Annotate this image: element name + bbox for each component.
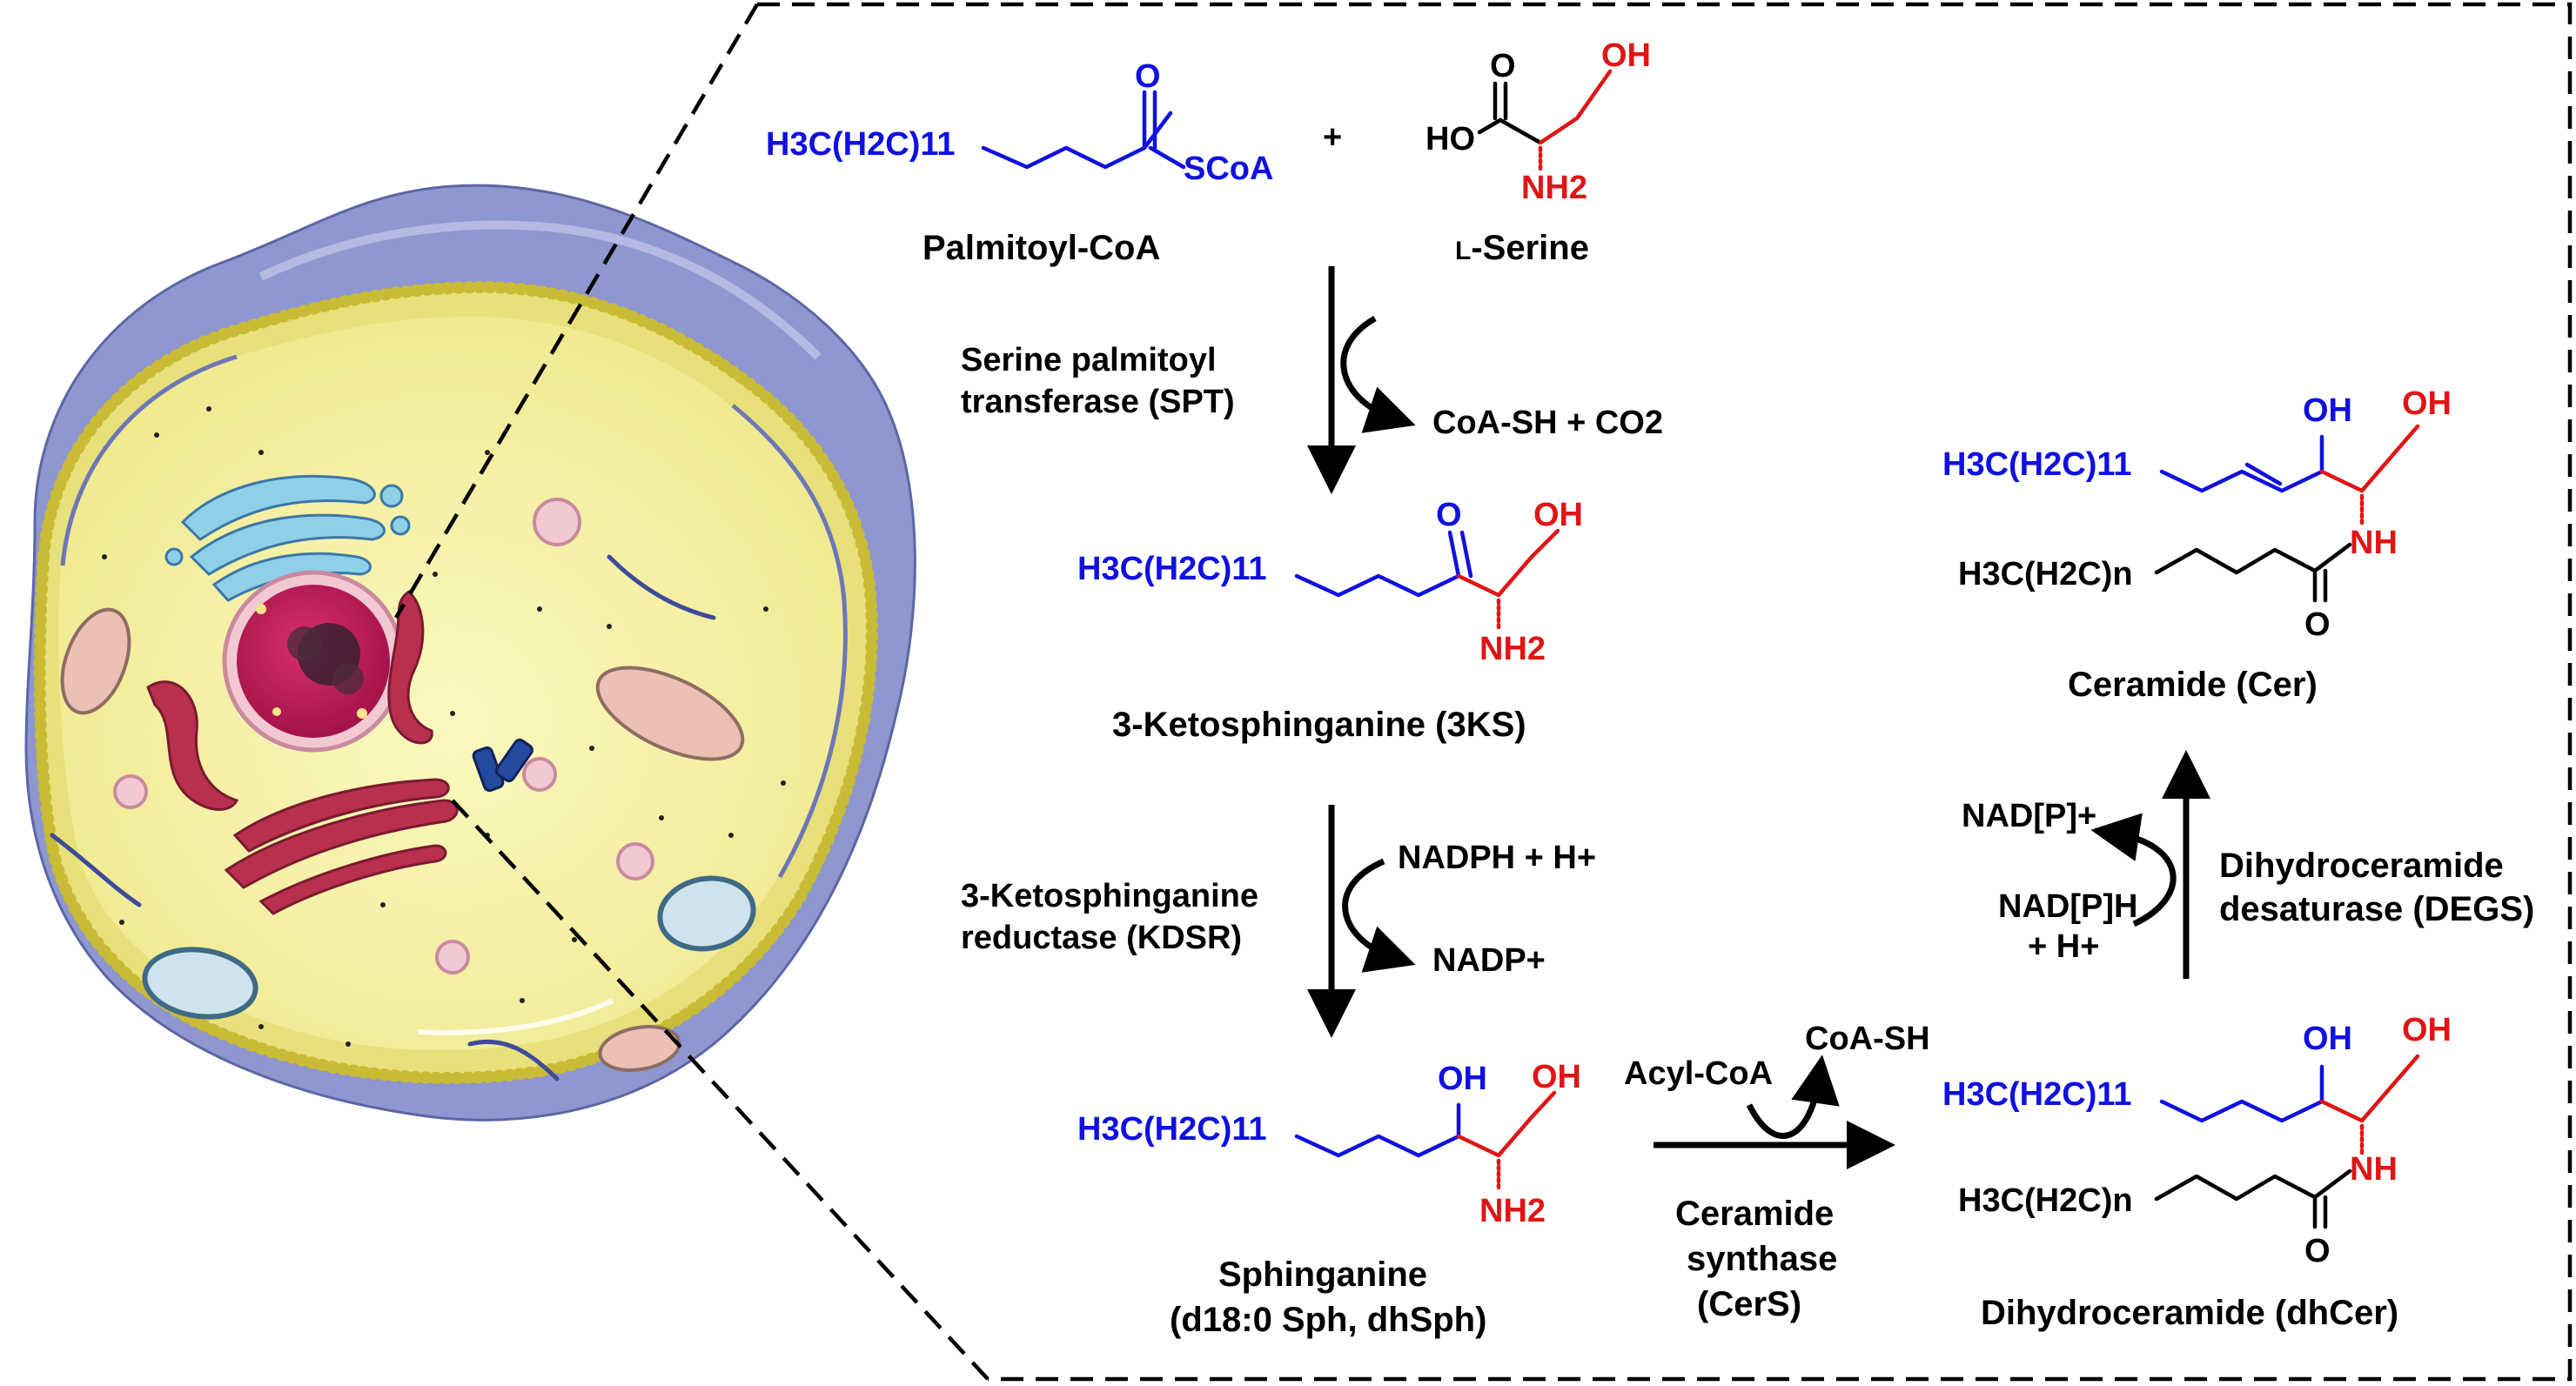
sph-oh1: OH <box>1438 1061 1487 1097</box>
kdsr-enzyme-line1: 3-Ketosphinganine <box>961 878 1258 914</box>
l-serine-structure: O HO OH NH2 L-Serine <box>1426 37 1651 267</box>
ks-oh: OH <box>1533 497 1583 533</box>
degs-cofactor-out: NAD[P]+ <box>1962 798 2096 834</box>
zoom-line-top <box>394 3 759 619</box>
dihydroceramide-name: Dihydroceramide (dhCer) <box>1981 1294 2398 1332</box>
kdsr-cofactor-out: NADP+ <box>1432 942 1546 979</box>
kdsr-enzyme-line2: reductase (KDSR) <box>961 920 1242 956</box>
spt-enzyme-line1: Serine palmitoyl <box>961 342 1217 378</box>
ks-carbonyl-o: O <box>1436 497 1462 533</box>
spt-enzyme-line2: transferase (SPT) <box>961 384 1235 420</box>
ks-nh2: NH2 <box>1479 631 1546 667</box>
cers-enzyme-line1: Ceramide <box>1675 1195 1834 1233</box>
serine-carbonyl-o: O <box>1490 48 1516 84</box>
cer-acyl-label: H3C(H2C)n <box>1958 556 2133 593</box>
cer-oh1: OH <box>2303 392 2352 429</box>
endoplasmic-reticulum <box>146 590 459 915</box>
sphinganine-name-line2: (d18:0 Sph, dhSph) <box>1170 1301 1486 1339</box>
dhcer-nh: NH <box>2350 1151 2398 1188</box>
spt-reaction: Serine palmitoyl transferase (SPT) CoA-S… <box>961 266 1663 494</box>
palmitoyl-chain-text: H3C(H2C)11 <box>766 126 956 163</box>
ketosphinganine-structure: H3C(H2C)11 O OH NH2 3-Ketosphinganine (3… <box>1077 497 1583 744</box>
palmitoyl-carbonyl-o: O <box>1135 58 1161 95</box>
cers-substrate: Acyl-CoA <box>1624 1055 1773 1092</box>
kdsr-cofactor-in: NADPH + H+ <box>1398 840 1596 876</box>
spt-byproduct-curve <box>1340 315 1416 433</box>
dihydroceramide-structure: H3C(H2C)11 OH OH NH O H3C(H2C)n Dihydroc… <box>1942 1012 2452 1332</box>
ks-chain-label: H3C(H2C)11 <box>1077 551 1267 587</box>
cer-chain-label: H3C(H2C)11 <box>1942 446 2132 483</box>
ceramide-structure: H3C(H2C)11 OH OH NH O H3C(H2C)n Ceramide… <box>1942 385 2452 704</box>
kdsr-reaction: 3-Ketosphinganine reductase (KDSR) NADPH… <box>961 805 1596 1038</box>
l-serine-name: L-Serine <box>1455 229 1589 267</box>
vesicles <box>113 498 654 974</box>
ceramide-name: Ceramide (Cer) <box>2068 666 2318 704</box>
sphinganine-structure: H3C(H2C)11 OH OH NH2 Sphinganine (d18:0 … <box>1077 1059 1581 1339</box>
palmitoyl-scoa-label: SCoA <box>1184 151 1273 187</box>
serine-oh: OH <box>1601 37 1651 74</box>
cell-membrane-highlight <box>258 220 822 360</box>
mitochondria <box>60 607 745 1072</box>
dhcer-chain-label: H3C(H2C)11 <box>1942 1076 2132 1113</box>
palmitoyl-coa-name: Palmitoyl-CoA <box>922 229 1160 267</box>
zoom-callout <box>394 2 2573 1382</box>
spt-byproduct: CoA-SH + CO2 <box>1432 405 1663 441</box>
ketosphinganine-name: 3-Ketosphinganine (3KS) <box>1112 706 1526 744</box>
cer-carbonyl-o: O <box>2304 606 2331 643</box>
cers-enzyme-line2: synthase <box>1687 1240 1837 1278</box>
degs-cofactor-curve <box>2090 813 2177 927</box>
cers-reaction: Acyl-CoA CoA-SH Ceramide synthase (CerS) <box>1624 1021 1930 1323</box>
dhcer-acyl-label: H3C(H2C)n <box>1958 1182 2133 1219</box>
sph-chain-label: H3C(H2C)11 <box>1077 1111 1267 1148</box>
degs-enzyme-line2: desaturase (DEGS) <box>2219 890 2534 928</box>
l-serine-prefix: L <box>1455 237 1471 265</box>
dhcer-oh2: OH <box>2402 1012 2452 1048</box>
vacuoles <box>142 875 756 1020</box>
cers-substrate-curve <box>1746 1055 1840 1139</box>
serine-ho: HO <box>1426 121 1475 157</box>
degs-cofactor-in-line2: + H+ <box>2028 928 2099 965</box>
degs-cofactor-in-line1: NAD[P]H <box>1998 888 2137 925</box>
sph-oh2: OH <box>1532 1059 1581 1095</box>
plus-sign: + <box>1323 119 1342 156</box>
cer-nh: NH <box>2350 525 2398 561</box>
cers-byproduct: CoA-SH <box>1805 1021 1930 1057</box>
cell-illustration <box>24 184 916 1122</box>
kdsr-cofactor-curve <box>1342 858 1416 973</box>
serine-nh2: NH2 <box>1521 170 1587 206</box>
degs-enzyme-line1: Dihydroceramide <box>2219 847 2504 885</box>
centriole <box>472 738 533 793</box>
sph-nh2: NH2 <box>1479 1193 1546 1229</box>
nucleus <box>222 570 405 753</box>
palmitoyl-coa-structure: H3C(H2C)11 O SCoA Palmitoyl-CoA <box>766 58 1273 267</box>
degs-reaction: NAD[P]+ NAD[P]H + H+ Dihydroceramide des… <box>1962 750 2534 979</box>
golgi-apparatus <box>164 475 411 602</box>
l-serine-rest: -Serine <box>1471 229 1589 267</box>
palmitoyl-chain-label: H3C(H2C)11 <box>766 126 956 163</box>
dhcer-carbonyl-o: O <box>2304 1233 2331 1269</box>
zoom-frame <box>757 2 2573 1382</box>
dhcer-oh1: OH <box>2303 1021 2352 1057</box>
sphinganine-name-line1: Sphinganine <box>1218 1255 1427 1294</box>
cers-enzyme-line3: (CerS) <box>1697 1285 1801 1323</box>
zoom-line-bottom <box>451 799 989 1381</box>
cer-oh2: OH <box>2402 385 2452 422</box>
